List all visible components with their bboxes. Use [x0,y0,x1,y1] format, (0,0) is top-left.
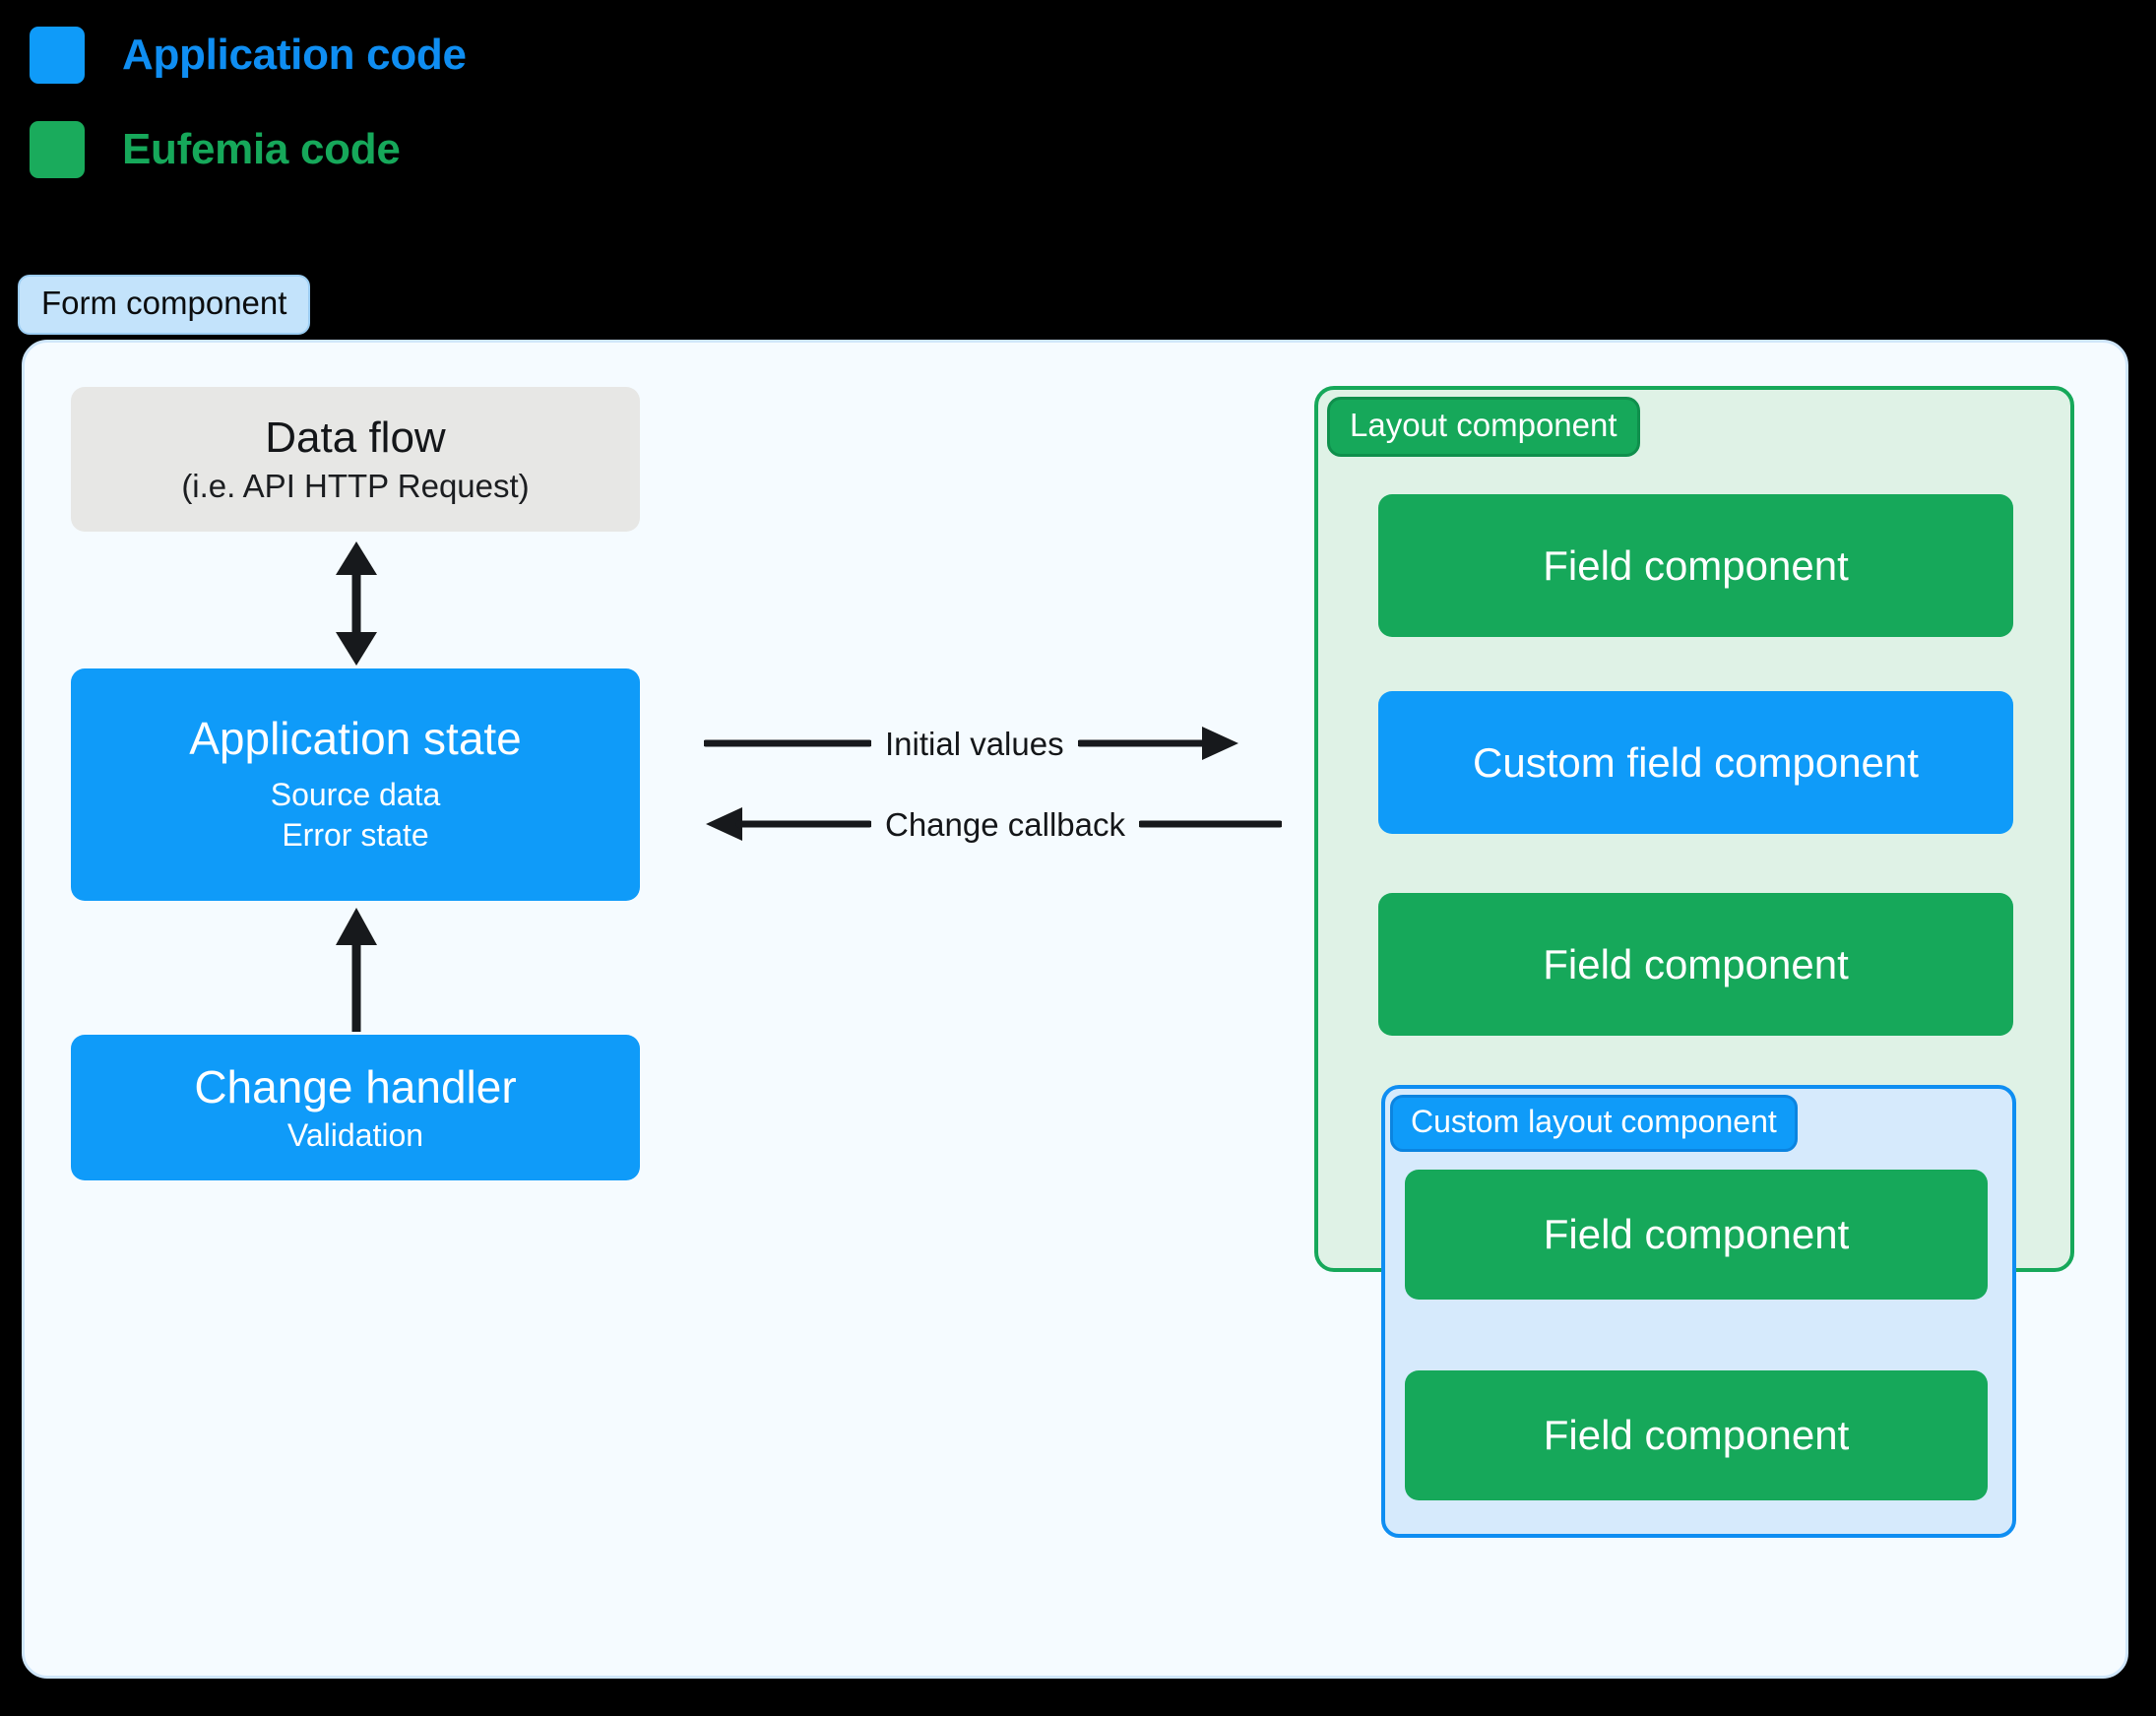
layout-component-badge: Layout component [1327,397,1640,458]
field-component-4: Field component [1405,1370,1988,1500]
connector-initial-values-label: Initial values [885,725,1064,762]
node-data-flow-subtitle: (i.e. API HTTP Request) [181,467,530,504]
middle-connectors: Initial values Change callback [704,709,1282,866]
legend-swatch-blue-icon [30,27,85,84]
connector-change-callback-label: Change callback [885,805,1125,843]
upward-arrow-icon [330,906,383,1034]
field-component-2: Field component [1378,893,2013,1036]
custom-layout-component-badge: Custom layout component [1390,1095,1798,1153]
form-component-badge: Form component [18,275,311,336]
field-component-1: Field component [1378,494,2013,637]
line-segment-icon [704,739,871,747]
legend: Application code Eufemia code [30,20,719,209]
arrow-left-icon [706,807,871,841]
node-application-state-line-2: Error state [282,817,429,854]
node-change-handler-title: Change handler [194,1061,517,1113]
double-headed-vertical-arrow-icon [330,540,383,667]
legend-item-application-code: Application code [30,20,719,91]
custom-field-component: Custom field component [1378,691,2013,834]
connector-initial-values: Initial values [704,709,1238,778]
node-application-state: Application state Source data Error stat… [71,668,640,901]
legend-swatch-green-icon [30,121,85,178]
arrow-right-icon [1077,727,1238,760]
line-segment-icon [1139,820,1282,828]
node-application-state-title: Application state [189,712,522,764]
legend-item-eufemia-code: Eufemia code [30,114,719,185]
legend-label-application-code: Application code [122,31,467,79]
connector-change-callback: Change callback [704,790,1282,858]
field-component-3: Field component [1405,1170,1988,1300]
node-data-flow: Data flow (i.e. API HTTP Request) [71,387,640,532]
legend-label-eufemia-code: Eufemia code [122,125,401,173]
node-change-handler: Change handler Validation [71,1035,640,1180]
node-application-state-line-1: Source data [270,777,441,813]
node-change-handler-subtitle: Validation [286,1116,424,1153]
node-data-flow-title: Data flow [265,413,446,463]
